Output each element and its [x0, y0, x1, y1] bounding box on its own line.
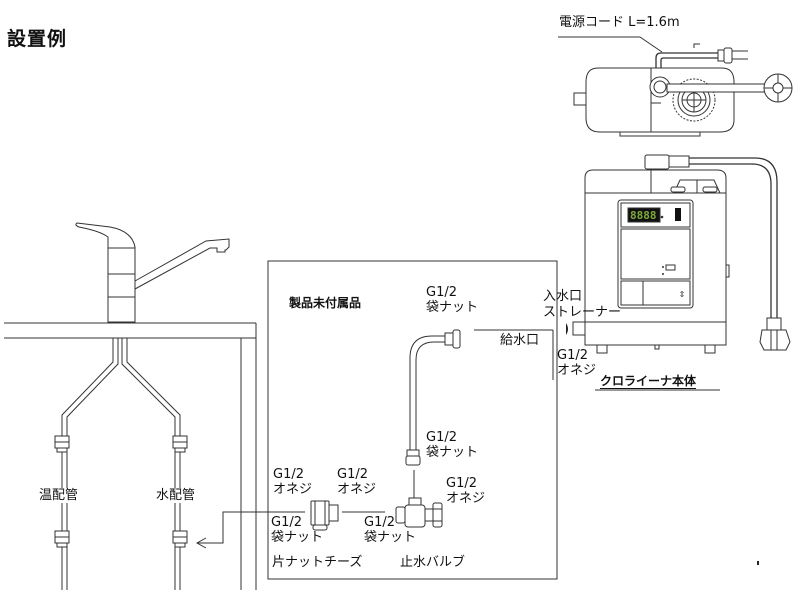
one-nut-tee: [310, 500, 385, 531]
tee-nut-bottom-label: G1/2 袋ナット: [271, 515, 324, 545]
supply-port-label: 給水口: [500, 333, 540, 348]
cold-pipe-label: 水配管: [155, 488, 197, 503]
unit-display-readout: 8888: [630, 209, 657, 222]
accessories-box: [267, 260, 558, 580]
unit-top-view: [558, 36, 793, 137]
stop-valve: [395, 497, 443, 528]
power-cord-label: 電源コード L=1.6m: [559, 15, 680, 30]
svg-text:⇕: ⇕: [679, 290, 686, 299]
stray-mark: [757, 561, 759, 565]
accessories-box-label: 製品未付属品: [289, 296, 362, 310]
inlet-male-thread-label: G1/2 オネジ: [557, 348, 597, 378]
valve-nut-bottom-label: G1/2 袋ナット: [364, 515, 417, 545]
hot-pipe-label: 温配管: [38, 488, 80, 503]
connection-arrow: [195, 511, 305, 549]
page-title: 設置例: [7, 28, 68, 50]
unit-front-view: 8888 ⇕: [566, 154, 791, 354]
strainer-label: ストレーナー: [543, 305, 622, 320]
supply-hose: [405, 329, 461, 466]
inlet-label: 入水口: [543, 289, 583, 304]
cold-pipe: [121, 338, 188, 590]
hot-pipe: [54, 338, 119, 590]
tee-male-mid-label: G1/2 オネジ: [337, 467, 377, 497]
countertop: [4, 322, 257, 590]
valve-name-label: 止水バルブ: [400, 555, 466, 570]
tee-male-left-label: G1/2 オネジ: [273, 467, 313, 497]
tee-name-label: 片ナットチーズ: [272, 555, 363, 570]
unit-body-label: クロライーナ本体: [600, 374, 697, 388]
hose-top-nut-label: G1/2 袋ナット: [426, 285, 479, 315]
hose-bottom-nut-label: G1/2 袋ナット: [426, 430, 479, 460]
valve-male-right-label: G1/2 オネジ: [446, 476, 486, 506]
faucet: [75, 222, 230, 323]
